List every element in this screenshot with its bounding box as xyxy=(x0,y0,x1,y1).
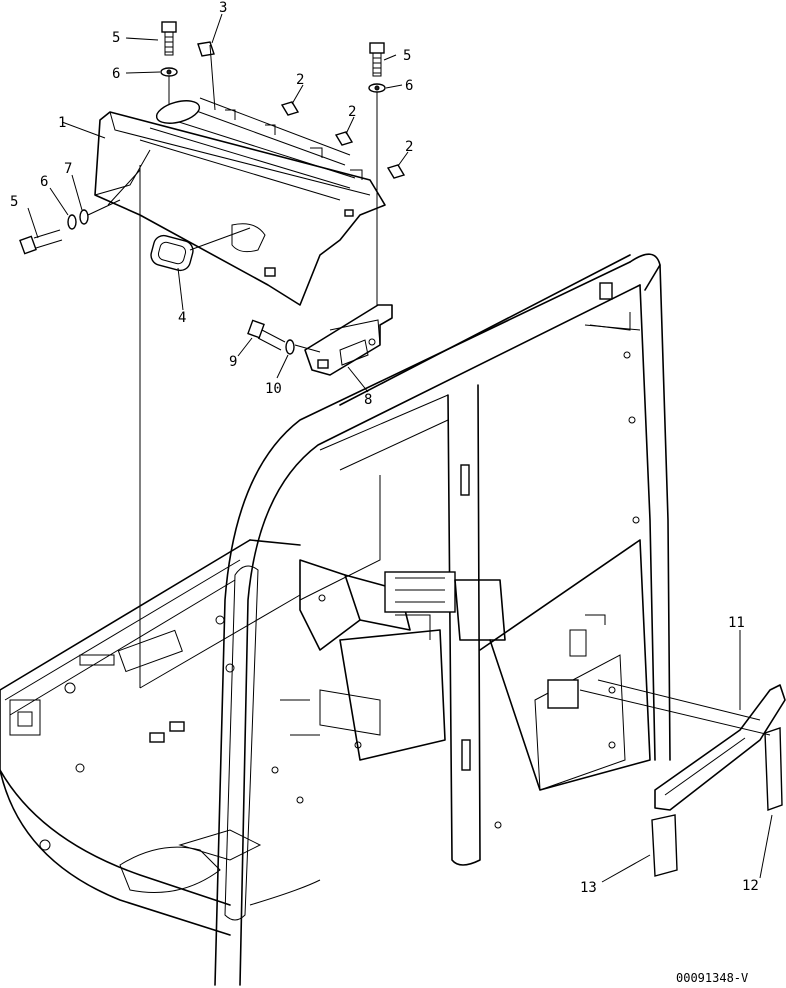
seat-console-assembly xyxy=(299,559,506,761)
drawing-id: 00091348-V xyxy=(676,971,748,985)
cab-frame xyxy=(214,253,671,986)
callout-10: 10 xyxy=(265,381,282,397)
callout-5a: 5 xyxy=(112,30,120,46)
part-8-bracket xyxy=(304,304,393,376)
leader-lines xyxy=(87,44,771,736)
part-2-clips xyxy=(280,101,406,179)
floor-plate xyxy=(0,539,321,936)
part-13-pad xyxy=(651,814,678,877)
callout-4: 4 xyxy=(178,310,186,326)
part-4-grommet xyxy=(150,234,194,272)
callout-2a: 2 xyxy=(296,72,304,88)
callout-2b: 2 xyxy=(348,104,356,120)
callout-6a: 6 xyxy=(112,66,120,82)
callout-12: 12 xyxy=(742,878,759,894)
callout-8: 8 xyxy=(364,392,372,408)
bolts-and-washers xyxy=(19,21,386,355)
callout-labels: 1 2 2 2 3 4 5 5 5 6 6 6 7 8 9 10 11 12 1… xyxy=(10,0,759,896)
callout-13: 13 xyxy=(580,880,597,896)
callout-1: 1 xyxy=(58,115,66,131)
part-11-strip xyxy=(654,684,786,811)
callout-9: 9 xyxy=(229,354,237,370)
callout-leaders xyxy=(27,13,773,883)
callout-11: 11 xyxy=(728,615,745,631)
callout-6b: 6 xyxy=(405,78,413,94)
callout-5b: 5 xyxy=(403,48,411,64)
part-3-clip xyxy=(197,41,215,57)
callout-2c: 2 xyxy=(405,139,413,155)
callout-6c: 6 xyxy=(40,174,48,190)
callout-5c: 5 xyxy=(10,194,18,210)
callout-7: 7 xyxy=(64,161,72,177)
callout-3: 3 xyxy=(219,0,227,16)
part-1-top-cover xyxy=(94,97,386,306)
part-12-pad xyxy=(764,727,783,811)
